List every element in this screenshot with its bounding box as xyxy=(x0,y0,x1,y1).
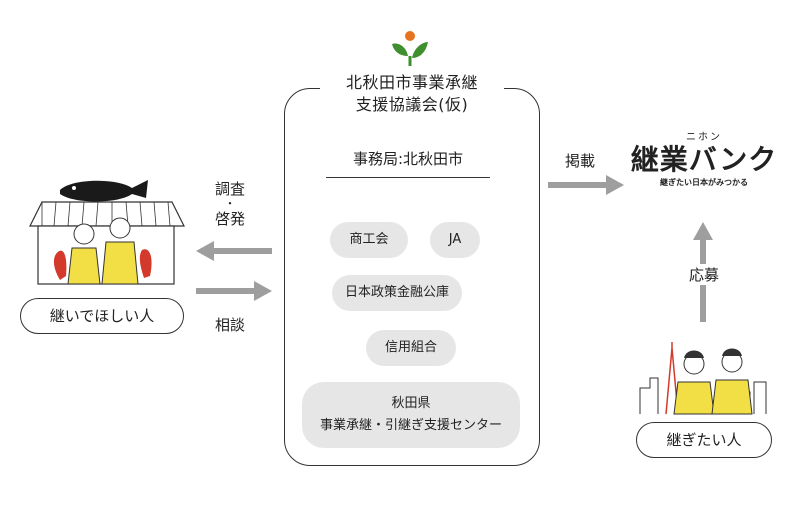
successor-seeker-label: 継ぎたい人 xyxy=(636,422,772,458)
prefecture-center-line2: 事業承継・引継ぎ支援センター xyxy=(319,418,502,433)
member-ja: JA xyxy=(430,222,480,258)
successor-wanted-label: 継いでほしい人 xyxy=(20,298,184,334)
publish-label: 掲載 xyxy=(564,152,595,170)
apply-label: 応募 xyxy=(676,264,732,285)
member-prefecture-center: 秋田県 事業承継・引継ぎ支援センター xyxy=(302,382,520,448)
arrow-right-consult xyxy=(196,281,272,301)
logo-tagline: 継ぎたい日本がみつかる xyxy=(660,178,748,187)
arrow-right-publish xyxy=(548,175,624,195)
keigyo-bank-logo: ニホン 継業バンク 継ぎたい日本がみつかる xyxy=(624,128,784,188)
council-title-line1: 北秋田市事業承継 xyxy=(345,73,478,92)
council-title: 北秋田市事業承継 支援協議会(仮) xyxy=(320,72,504,116)
secretariat-label: 事務局:北秋田市 xyxy=(352,150,464,168)
prefecture-center-line1: 秋田県 xyxy=(391,396,431,411)
member-jfc: 日本政策金融公庫 xyxy=(332,275,462,311)
member-credit-union: 信用組合 xyxy=(366,330,456,366)
survey-line2: 啓発 xyxy=(214,210,245,228)
fish-shop-illustration xyxy=(29,180,185,285)
logo-main-text: 継業バンク xyxy=(630,143,778,176)
survey-line1: 調査 xyxy=(214,180,245,198)
consult-label: 相談 xyxy=(214,316,245,334)
logo-mark-icon xyxy=(392,31,428,66)
secretariat-underline xyxy=(326,177,490,178)
survey-label: 調査 ・ 啓発 xyxy=(202,180,258,228)
member-chamber-of-commerce: 商工会 xyxy=(330,222,408,258)
logo-kana-top: ニホン xyxy=(686,132,722,143)
successor-seekers-illustration xyxy=(639,342,767,415)
arrow-left-survey xyxy=(196,241,272,261)
council-title-line2: 支援協議会(仮) xyxy=(355,95,469,114)
survey-dot: ・ xyxy=(224,197,236,210)
